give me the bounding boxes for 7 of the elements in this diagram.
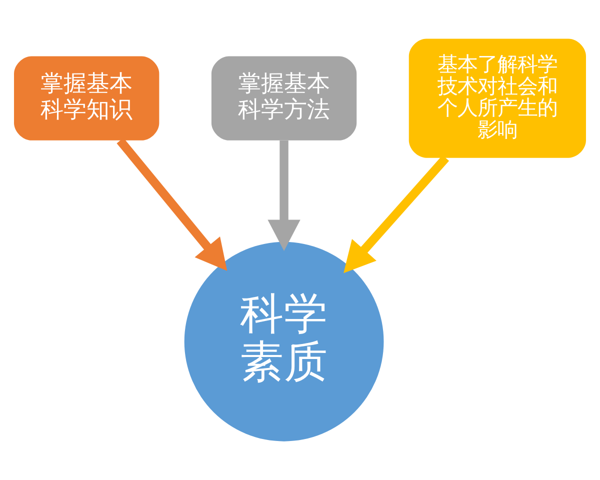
node-box: 掌握基本科学方法 — [211, 56, 357, 140]
node-circle: 科学素质 — [184, 242, 384, 442]
node-box: 掌握基本科学知识 — [14, 56, 160, 140]
node-box: 基本了解科学技术对社会和个人所产生的影响 — [408, 38, 586, 158]
arrow — [268, 140, 300, 251]
arrow — [116, 138, 228, 271]
arrow — [344, 155, 450, 274]
